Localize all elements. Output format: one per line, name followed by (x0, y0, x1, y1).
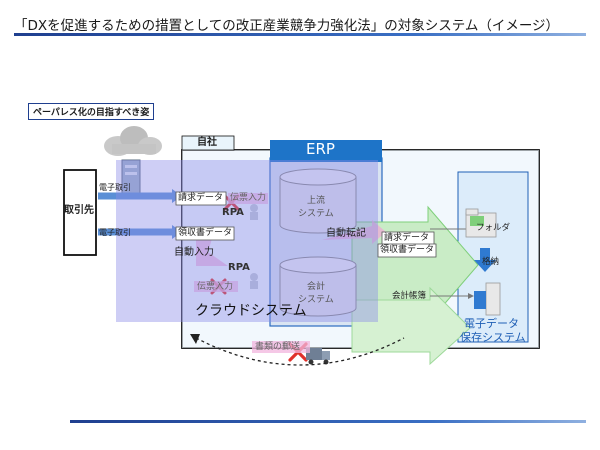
voucher-bottom-bg (194, 281, 238, 292)
title-underline (14, 33, 586, 36)
folder-icon (465, 208, 497, 238)
company-label: 自社 (197, 137, 217, 148)
rpa-robot-top-icon (250, 204, 258, 220)
auto-transfer-arrow (322, 220, 386, 244)
receipt-data-label-2: 領収書データ (380, 245, 435, 255)
storage-server-icon (474, 282, 501, 316)
store-down-arrow (474, 248, 496, 272)
e-data-storage-label-2: 保存システム (460, 331, 526, 344)
upstream-system-label-2: システム (298, 209, 334, 219)
green-flow-arrow-lower (351, 286, 471, 366)
edi-top-label: 電子取引 (99, 183, 131, 192)
invoice-data-box (175, 191, 227, 206)
auto-transfer-label: 自動転記 (326, 228, 366, 239)
server-icon (121, 159, 141, 195)
accounting-system-label-1: 会計 (307, 282, 326, 292)
cloud-icon (104, 126, 162, 156)
edi-bottom-label: 電子取引 (99, 228, 131, 237)
voucher-input-label: 伝票入力 (230, 193, 267, 203)
receipt-data-label: 領収書データ (178, 228, 233, 238)
voucher-input-label-2: 伝票入力 (197, 282, 234, 292)
invoice-data-label-2: 請求データ (384, 233, 430, 243)
accounting-db (279, 256, 357, 317)
voucher-top-bg (228, 193, 268, 204)
upstream-db (279, 168, 357, 234)
storage-label: 格納 (482, 257, 500, 267)
accounting-books-label: 会計帳簿 (392, 291, 427, 301)
paper-mail-bg (252, 341, 310, 353)
mail-return-arrow (195, 337, 405, 366)
rpa-robot-bottom-icon (250, 273, 258, 289)
paper-mail-label: 書類の郵送 (255, 342, 301, 352)
auto-input-arrow (196, 232, 228, 266)
cloud-system-overlay (116, 160, 378, 322)
section-label: ペーパレス化の目指すべき姿 (28, 103, 155, 120)
footer-rule (70, 420, 586, 423)
page-title: 「DXを促進するための措置としての改正産業競争力強化法」の対象システム（イメージ… (14, 18, 560, 34)
folder-label: フォルダ (476, 223, 511, 233)
partner-label: 取引先 (64, 205, 94, 216)
upstream-system-label-1: 上流 (307, 196, 326, 206)
rpa-bottom-label: RPA (228, 262, 250, 273)
erp-header-bar (270, 140, 382, 162)
rpa-top-label: RPA (222, 207, 244, 218)
receipt-data-box-2 (377, 243, 437, 258)
cloud-system-label: クラウドシステム (195, 303, 307, 319)
accounting-system-label-2: システム (298, 295, 334, 305)
erp-label: ERP (306, 140, 335, 158)
receipt-data-box (175, 226, 235, 241)
partner-box (63, 169, 97, 256)
auto-input-label: 自動入力 (174, 247, 214, 258)
company-label-box (181, 135, 235, 151)
invoice-data-label: 請求データ (178, 193, 224, 203)
e-data-storage-label-1: 電子データ (464, 317, 519, 330)
